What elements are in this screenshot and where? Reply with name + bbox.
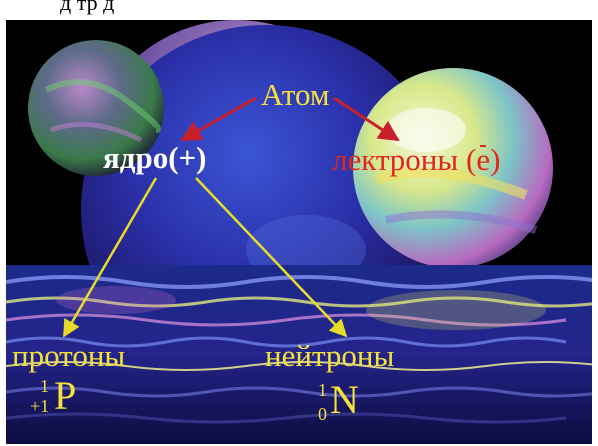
label-electrons-text: лектроны (	[332, 142, 477, 177]
label-electrons-close: )	[490, 142, 501, 177]
left-sphere	[28, 40, 164, 176]
arrow-nucleus-to-neutrons	[195, 177, 348, 338]
label-protons: протоны	[12, 338, 126, 373]
arrow-nucleus-to-protons	[62, 177, 158, 338]
neutron-letter: N	[330, 377, 359, 422]
proton-mass-number: 1	[40, 376, 49, 396]
background-artwork	[6, 20, 592, 444]
proton-letter: P	[54, 373, 77, 418]
proton-charge: +1	[30, 396, 50, 416]
header-strip: д тр д	[0, 0, 598, 20]
arrow-atom-to-electrons	[333, 96, 400, 142]
header-text: д тр д	[60, 0, 115, 15]
label-electrons: лектроны (e)	[332, 142, 500, 178]
label-nucleus: ядро(+)	[103, 140, 207, 175]
neutron-mass-number: 1	[318, 380, 327, 400]
arrow-atom-to-nucleus	[180, 96, 257, 142]
electron-symbol: e	[476, 142, 491, 177]
label-neutrons: нейтроны	[265, 338, 395, 373]
label-atom: Атом	[261, 77, 330, 112]
neutron-charge: 0	[318, 404, 327, 424]
